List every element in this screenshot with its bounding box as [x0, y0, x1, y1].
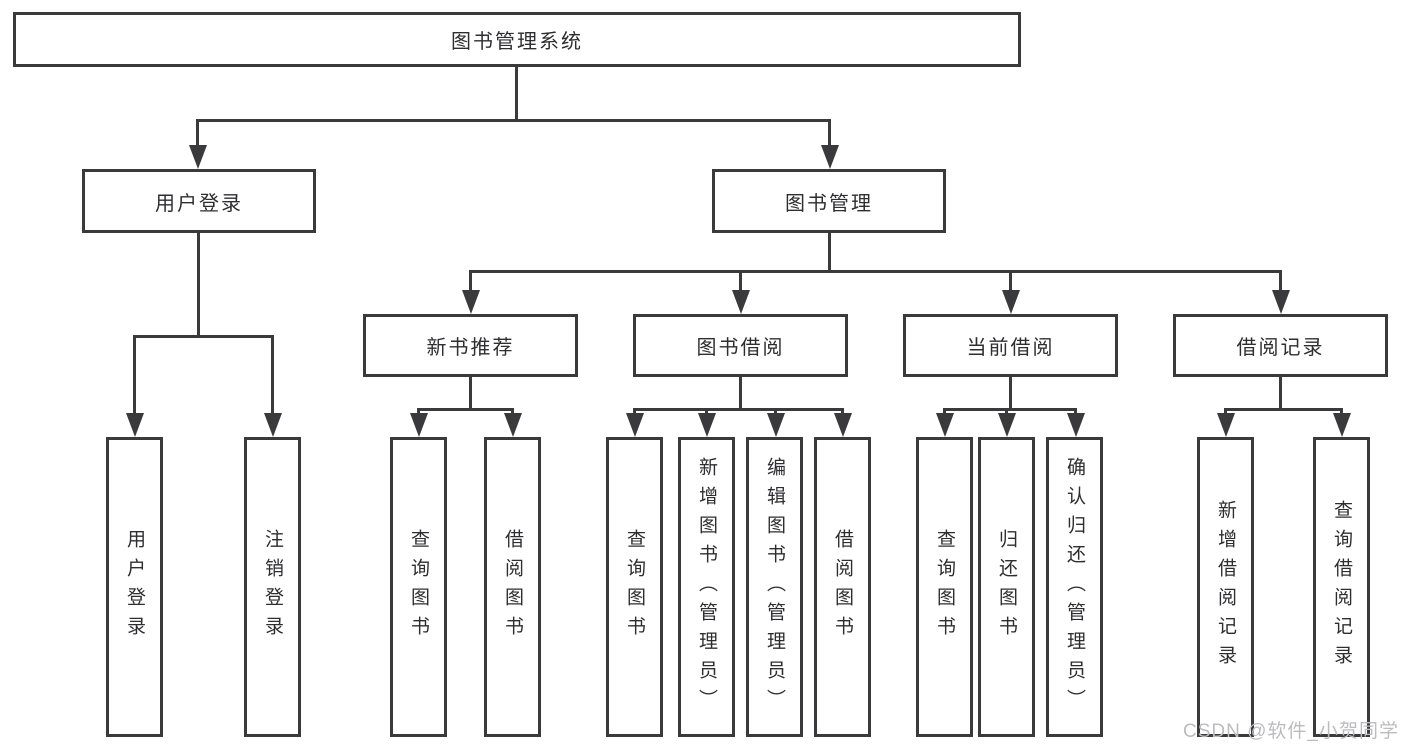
leaf-query-borrow-record-label: 查询借阅记录	[1331, 500, 1352, 674]
leaf-edit-books-admin: 编辑图书（管理员）	[746, 437, 803, 737]
connector-line	[705, 408, 708, 416]
connector-line	[133, 335, 136, 415]
arrow-down-icon	[1217, 413, 1235, 437]
connector-line	[841, 408, 844, 416]
node-current-borrow: 当前借阅	[903, 314, 1118, 377]
arrow-down-icon	[264, 413, 282, 437]
arrow-down-icon	[1067, 413, 1085, 437]
connector-line	[828, 119, 831, 147]
csdn-watermark: CSDN @软件_小贺同学	[1183, 721, 1399, 742]
leaf-query-books-3-label: 查询图书	[934, 529, 955, 645]
leaf-query-books-3: 查询图书	[916, 437, 973, 737]
connector-line	[515, 67, 518, 121]
connector-line	[943, 408, 946, 416]
arrow-down-icon	[821, 145, 839, 169]
arrow-down-icon	[1002, 290, 1020, 314]
node-root-label: 图书管理系统	[451, 31, 583, 53]
connector-line	[1340, 408, 1343, 416]
leaf-borrow-books-1-label: 借阅图书	[502, 529, 523, 645]
connector-line	[1224, 408, 1227, 416]
node-current-borrow-label: 当前借阅	[966, 337, 1055, 359]
leaf-borrow-books-1: 借阅图书	[484, 437, 541, 737]
leaf-edit-books-admin-label: 编辑图书（管理员）	[764, 456, 785, 718]
leaf-query-books-1: 查询图书	[390, 437, 447, 737]
leaf-add-borrow-record-label: 新增借阅记录	[1215, 500, 1236, 674]
leaf-user-login: 用户登录	[106, 437, 163, 737]
arrow-down-icon	[936, 413, 954, 437]
node-book-borrow: 图书借阅	[633, 314, 848, 377]
connector-line	[133, 335, 274, 338]
leaf-query-borrow-record: 查询借阅记录	[1313, 437, 1370, 737]
node-user-login-label: 用户登录	[155, 192, 243, 215]
arrow-down-icon	[126, 413, 144, 437]
connector-line	[1005, 408, 1008, 416]
node-new-book-recommend: 新书推荐	[363, 314, 578, 377]
leaf-add-books-admin: 新增图书（管理员）	[678, 437, 735, 737]
connector-line	[1279, 270, 1282, 292]
leaf-user-login-label: 用户登录	[124, 529, 145, 645]
connector-line	[633, 408, 843, 411]
arrow-down-icon	[410, 413, 428, 437]
leaf-confirm-return-admin-label: 确认归还（管理员）	[1064, 456, 1085, 718]
connector-line	[739, 377, 742, 410]
arrow-down-icon	[1333, 413, 1351, 437]
arrow-down-icon	[1272, 290, 1290, 314]
connector-line	[196, 119, 199, 147]
connector-line	[633, 408, 636, 416]
leaf-borrow-books-2: 借阅图书	[814, 437, 871, 737]
arrow-down-icon	[834, 413, 852, 437]
arrow-down-icon	[504, 413, 522, 437]
leaf-add-books-admin-label: 新增图书（管理员）	[696, 456, 717, 718]
leaf-query-books-2: 查询图书	[606, 437, 663, 737]
arrow-down-icon	[189, 145, 207, 169]
connector-line	[469, 377, 472, 410]
connector-line	[1009, 377, 1012, 410]
connector-line	[1224, 408, 1343, 411]
connector-line	[1074, 408, 1077, 416]
arrow-down-icon	[462, 290, 480, 314]
leaf-query-books-1-label: 查询图书	[408, 529, 429, 645]
connector-line	[197, 233, 200, 337]
node-borrow-records-label: 借阅记录	[1236, 337, 1325, 359]
connector-line	[774, 408, 777, 416]
node-new-book-recommend-label: 新书推荐	[426, 337, 515, 359]
node-borrow-records: 借阅记录	[1173, 314, 1388, 377]
leaf-logout-label: 注销登录	[262, 529, 283, 645]
leaf-confirm-return-admin: 确认归还（管理员）	[1046, 437, 1103, 737]
connector-line	[943, 408, 1077, 411]
leaf-query-books-2-label: 查询图书	[624, 529, 645, 645]
node-book-borrow-label: 图书借阅	[696, 337, 785, 359]
connector-line	[1009, 270, 1012, 292]
connector-line	[196, 119, 831, 122]
arrow-down-icon	[998, 413, 1016, 437]
connector-line	[417, 408, 514, 411]
connector-line	[469, 270, 1282, 273]
arrow-down-icon	[698, 413, 716, 437]
connector-line	[417, 408, 420, 416]
arrow-down-icon	[626, 413, 644, 437]
node-user-login: 用户登录	[82, 169, 316, 233]
connector-line	[739, 270, 742, 292]
leaf-add-borrow-record: 新增借阅记录	[1197, 437, 1254, 737]
connector-line	[1279, 377, 1282, 410]
leaf-return-books: 归还图书	[978, 437, 1035, 737]
connector-line	[271, 335, 274, 415]
connector-line	[469, 270, 472, 292]
leaf-borrow-books-2-label: 借阅图书	[832, 529, 853, 645]
connector-line	[828, 233, 831, 272]
node-book-management: 图书管理	[712, 169, 946, 233]
leaf-logout: 注销登录	[244, 437, 301, 737]
arrow-down-icon	[767, 413, 785, 437]
arrow-down-icon	[732, 290, 750, 314]
connector-line	[511, 408, 514, 416]
node-root: 图书管理系统	[13, 12, 1021, 67]
node-book-management-label: 图书管理	[785, 192, 873, 215]
leaf-return-books-label: 归还图书	[996, 529, 1017, 645]
